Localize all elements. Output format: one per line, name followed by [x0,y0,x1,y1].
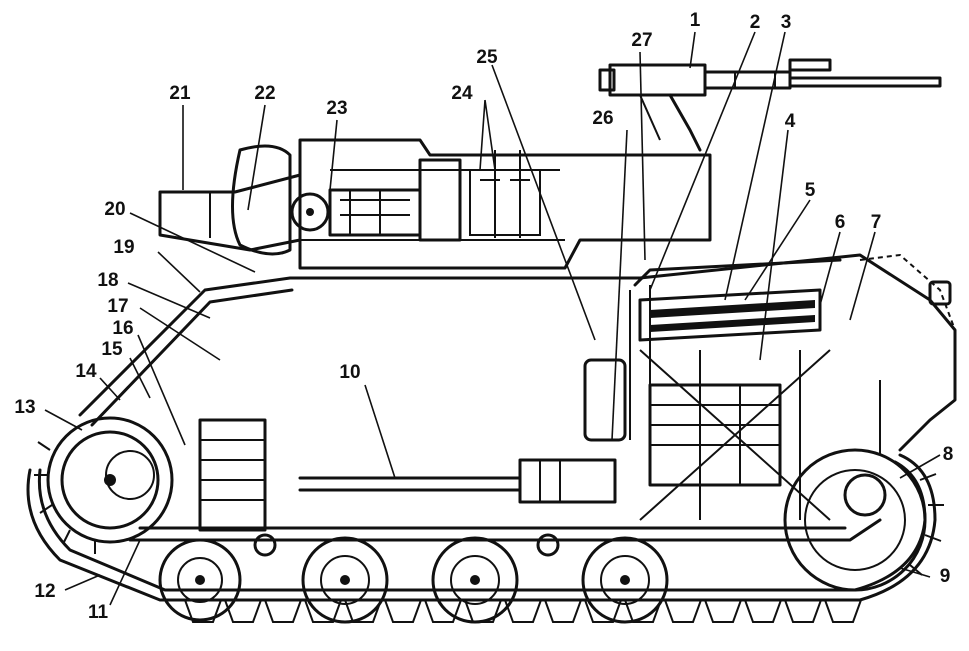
return-rollers [253,533,560,557]
superstructure [158,138,712,270]
callout-20: 20 [104,199,125,220]
callout-6: 6 [835,212,846,233]
callout-23: 23 [326,98,347,119]
track-shoes [184,599,862,623]
callout-9: 9 [940,566,951,587]
callout-13: 13 [14,397,35,418]
callout-27: 27 [631,30,652,51]
callout-8: 8 [943,444,954,465]
callout-24: 24 [451,83,473,104]
callout-18: 18 [97,270,118,291]
callout-labels: 1 2 3 4 5 6 7 8 9 10 11 12 13 14 15 16 1… [14,10,953,623]
callout-2: 2 [750,12,761,33]
callout-19: 19 [113,237,134,258]
callout-1: 1 [690,10,701,31]
callout-17: 17 [107,296,128,317]
drivetrain [198,253,956,532]
callout-12: 12 [34,581,55,602]
callout-25: 25 [476,47,498,68]
callout-26: 26 [592,108,613,129]
callout-10: 10 [339,362,360,383]
callout-16: 16 [112,318,133,339]
hull [78,253,957,542]
callout-22: 22 [254,83,275,104]
leader-lines [44,31,941,606]
callout-3: 3 [781,12,792,33]
machine-gun [598,58,942,152]
callout-15: 15 [101,339,123,360]
road-wheels [158,536,669,624]
idler-wheel [34,416,174,554]
track-assembly [26,416,944,624]
callout-7: 7 [871,212,882,233]
callout-11: 11 [88,602,109,623]
callout-21: 21 [169,83,191,104]
callout-4: 4 [785,111,796,132]
drive-sprocket [783,448,944,592]
callout-14: 14 [75,361,97,382]
callout-5: 5 [805,180,816,201]
